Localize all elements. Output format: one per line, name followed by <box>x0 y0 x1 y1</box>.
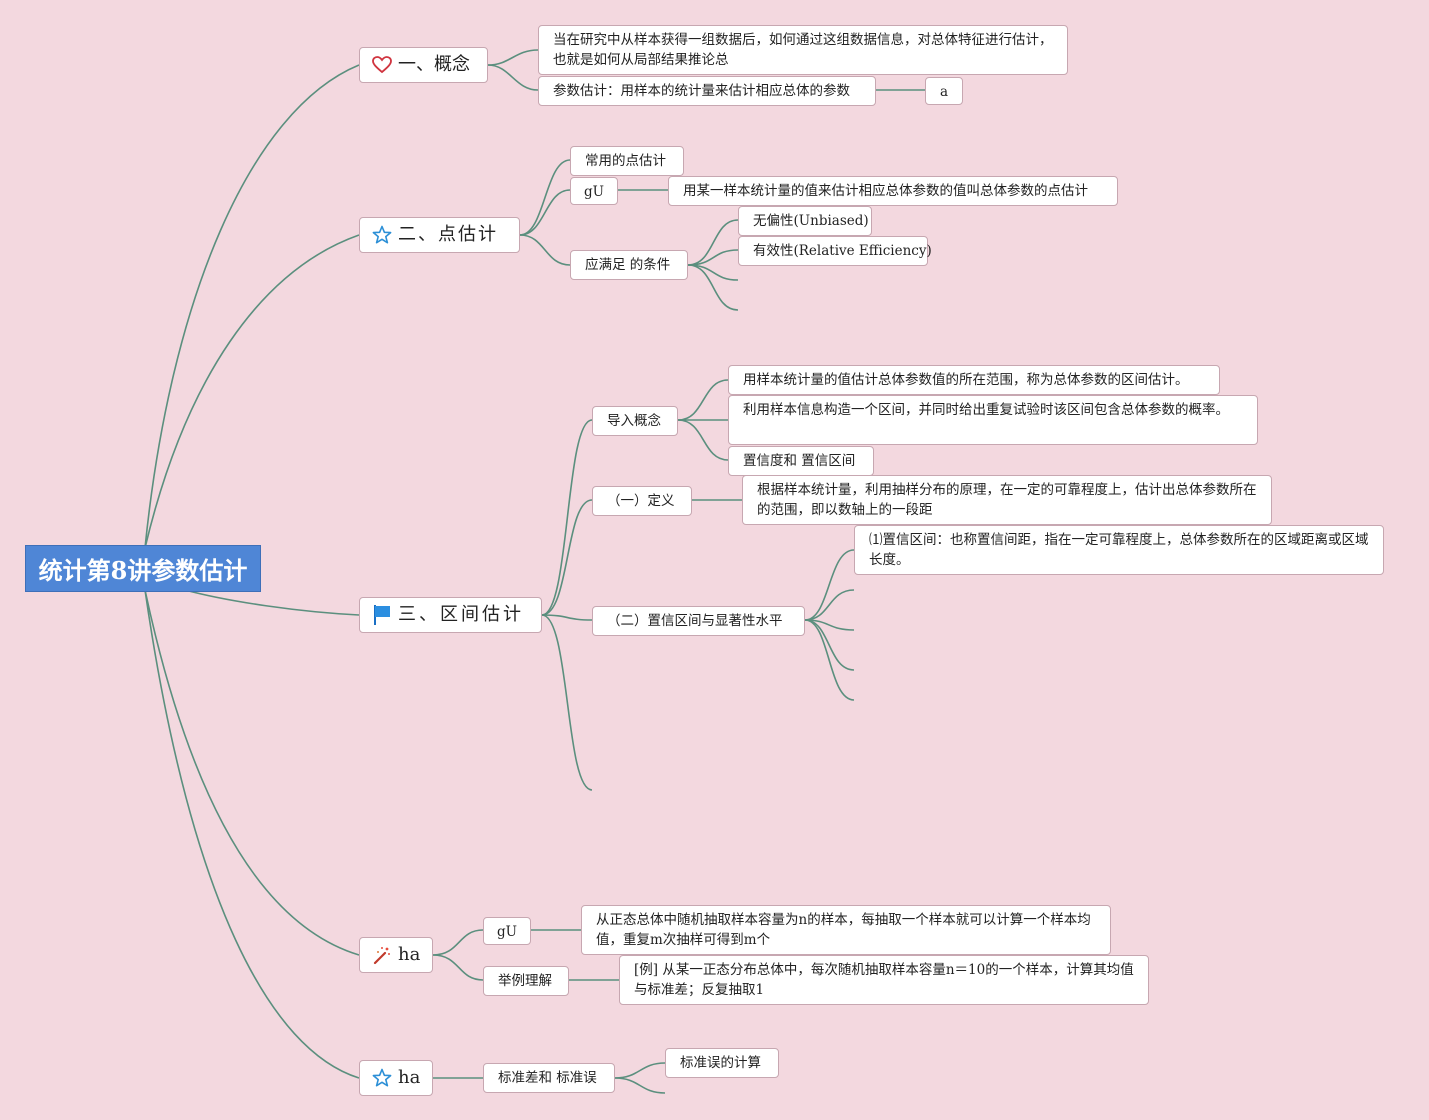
heart-icon <box>372 55 392 75</box>
flag-icon <box>372 605 392 625</box>
concept-desc[interactable]: 当在研究中从样本获得一组数据后，如何通过这组数据信息，对总体特征进行估计，也就是… <box>538 25 1068 75</box>
topic-point-estimate[interactable]: 二、点估计 <box>359 217 520 253</box>
topic-interval-estimate[interactable]: 三、区间估计 <box>359 597 542 633</box>
intro-item-confidence[interactable]: 置信度和 置信区间 <box>728 446 874 476</box>
magic-wand-icon <box>372 945 392 965</box>
common-point-estimate[interactable]: 常用的点估计 <box>570 146 684 176</box>
std-error-calc[interactable]: 标准误的计算 <box>665 1048 779 1078</box>
sampling-desc[interactable]: 从正态总体中随机抽取样本容量为n的样本，每抽取一个样本就可以计算一个样本均值，重… <box>581 905 1111 955</box>
confidence-interval-text[interactable]: ⑴置信区间：也称置信间距，指在一定可靠程度上，总体参数所在的区域距离或区域长度。 <box>854 525 1384 575</box>
topic-ha-2[interactable]: ha <box>359 1060 433 1096</box>
sampling-gu[interactable]: gU <box>483 917 531 945</box>
concept-extra-a[interactable]: a <box>925 77 963 105</box>
conditions[interactable]: 应满足 的条件 <box>570 250 688 280</box>
topic-ha-2-label: ha <box>398 1067 421 1088</box>
condition-unbiased[interactable]: 无偏性(Unbiased) <box>738 206 872 236</box>
std-dev-and-error[interactable]: 标准差和 标准误 <box>483 1063 615 1093</box>
intro-concept[interactable]: 导入概念 <box>592 406 678 436</box>
topic-concept-label: 一、概念 <box>398 54 470 75</box>
condition-efficiency[interactable]: 有效性(Relative Efficiency) <box>738 236 932 266</box>
confidence-interval-significance[interactable]: （二）置信区间与显著性水平 <box>592 606 805 636</box>
topic-point-estimate-label: 二、点估计 <box>398 224 498 245</box>
topic-ha-1[interactable]: ha <box>359 937 433 973</box>
point-gu[interactable]: gU <box>570 177 618 205</box>
topic-concept[interactable]: 一、概念 <box>359 47 488 83</box>
example-understanding[interactable]: 举例理解 <box>483 966 569 996</box>
definition[interactable]: （一）定义 <box>592 486 692 516</box>
definition-text[interactable]: 根据样本统计量，利用抽样分布的原理，在一定的可靠程度上，估计出总体参数所在的范围… <box>742 475 1272 525</box>
topic-ha-1-label: ha <box>398 944 421 965</box>
star-icon <box>372 1068 392 1088</box>
intro-item-range[interactable]: 用样本统计量的值估计总体参数值的所在范围，称为总体参数的区间估计。 <box>728 365 1220 395</box>
root-topic[interactable]: 统计第8讲参数估计 <box>25 545 261 592</box>
example-text[interactable]: [例] 从某一正态分布总体中，每次随机抽取样本容量n＝10的一个样本，计算其均值… <box>619 955 1149 1005</box>
star-icon <box>372 225 392 245</box>
topic-interval-estimate-label: 三、区间估计 <box>398 604 524 625</box>
point-estimate-definition[interactable]: 用某一样本统计量的值来估计相应总体参数的值叫总体参数的点估计 <box>668 176 1118 206</box>
concept-param-estimate[interactable]: 参数估计：用样本的统计量来估计相应总体的参数 <box>538 76 876 106</box>
intro-item-probability[interactable]: 利用样本信息构造一个区间，并同时给出重复试验时该区间包含总体参数的概率。 <box>728 395 1258 445</box>
